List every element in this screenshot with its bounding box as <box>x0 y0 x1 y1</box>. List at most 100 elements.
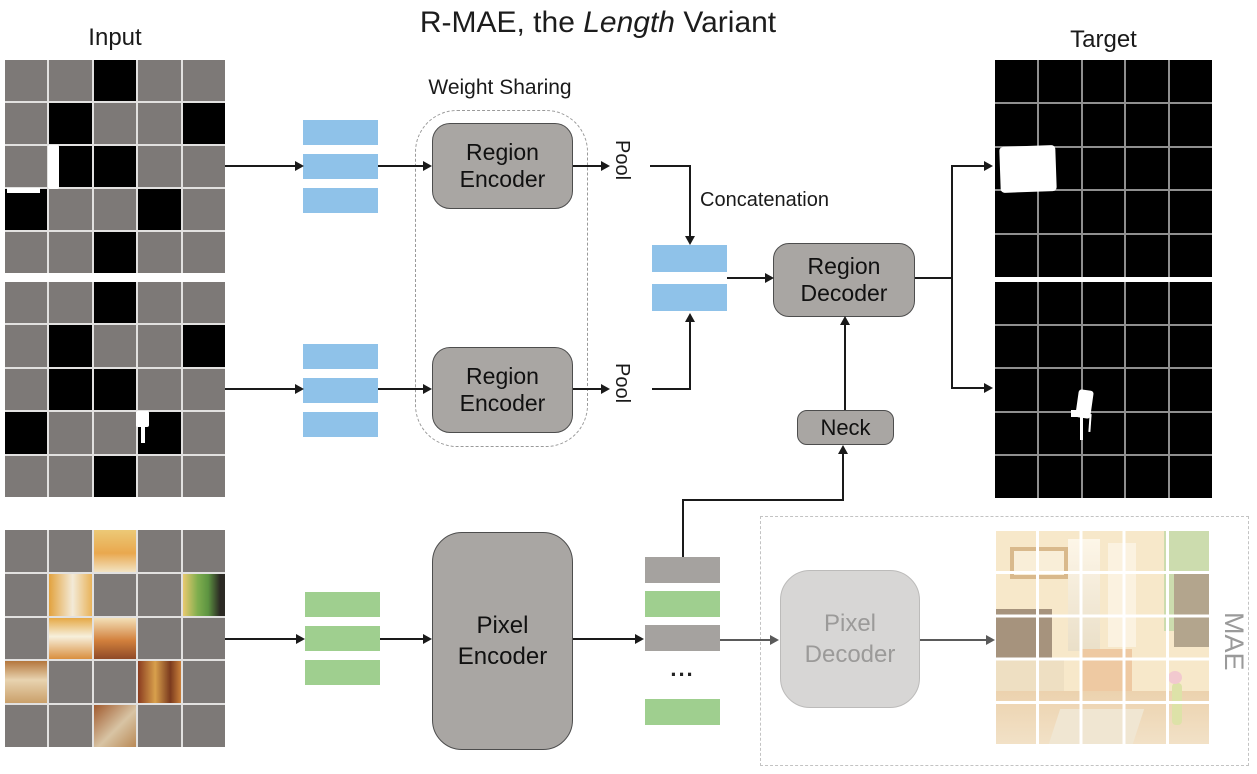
gray-token-bar <box>645 625 720 651</box>
grid-cell <box>1126 235 1169 277</box>
grid-cell <box>1082 282 1125 324</box>
grid-cell <box>5 60 48 101</box>
arrowhead <box>423 634 432 644</box>
grid-cell <box>138 617 181 660</box>
grid-cell <box>138 232 181 273</box>
grid-cell <box>138 530 181 572</box>
grid-cell <box>5 232 48 273</box>
box-label: Pixel <box>823 609 877 637</box>
pool-label-bottom: Pool <box>611 363 633 404</box>
grid-cell <box>93 705 137 747</box>
arrow-re2-pool <box>573 388 602 390</box>
grid-cell <box>138 189 181 230</box>
grid-cell <box>995 235 1037 277</box>
blue-token-bar <box>303 412 378 437</box>
target-region-shape <box>1071 410 1083 417</box>
box-label: Region <box>466 138 539 165</box>
title-suffix: Variant <box>674 6 777 39</box>
diagram-title: R-MAE, the Length Variant <box>288 6 908 40</box>
box-label: Encoder <box>459 166 546 192</box>
blue-token-bar <box>652 284 727 311</box>
arrowhead <box>295 161 304 171</box>
arrowhead <box>770 635 779 645</box>
grid-cell <box>182 412 225 454</box>
grid-cell <box>5 325 48 367</box>
grid-cell <box>1038 456 1081 498</box>
grid-cell <box>1126 60 1169 102</box>
grid-cell <box>5 282 48 324</box>
arrow-inputB-tokens <box>225 388 296 390</box>
grid-cell <box>1038 191 1081 234</box>
grid-cell <box>1038 282 1081 324</box>
grid-cell <box>182 455 225 497</box>
grid-cell <box>5 103 48 144</box>
arrowhead <box>601 384 610 394</box>
grid-cell <box>138 661 181 704</box>
grid-cell <box>182 146 225 187</box>
grid-cell <box>1126 103 1169 146</box>
input-label: Input <box>88 24 142 51</box>
grid-cell <box>1170 456 1212 498</box>
grid-cell <box>5 146 48 187</box>
grid-cell <box>1126 369 1169 411</box>
blue-token-bar <box>303 378 378 403</box>
grid-cell <box>995 412 1037 455</box>
title-prefix: R-MAE, the <box>419 6 584 39</box>
grid-cell <box>138 103 181 144</box>
arrowhead <box>685 236 695 245</box>
grid-cell <box>1038 235 1081 277</box>
grid-cell <box>138 573 181 616</box>
title-italic-word: Length <box>583 6 675 39</box>
connector-token-neck <box>682 499 844 501</box>
arrowhead <box>296 634 305 644</box>
connector-rd-split <box>951 166 953 389</box>
blue-token-bar <box>303 188 378 213</box>
grid-cell <box>49 455 92 497</box>
box-label: Encoder <box>457 643 548 670</box>
grid-cell <box>93 530 137 572</box>
grid-cell <box>1170 103 1212 146</box>
grid-cell <box>182 530 225 572</box>
grid-cell <box>93 368 137 411</box>
grid-cell <box>182 232 225 273</box>
grid-cell <box>93 661 137 704</box>
grid-cell <box>5 617 48 660</box>
arrowhead <box>765 273 774 283</box>
grid-cell <box>5 455 48 497</box>
blue-token-bar <box>303 120 378 145</box>
reconstructed-image <box>996 531 1212 747</box>
green-token-bar <box>305 660 380 685</box>
green-token-bar <box>645 699 720 725</box>
grid-cell <box>5 530 48 572</box>
grid-cell <box>1126 412 1169 455</box>
grid-cell <box>93 60 137 101</box>
grid-cell <box>5 412 48 454</box>
ellipsis-tokens: ... <box>670 656 695 681</box>
grid-cell <box>1126 147 1169 190</box>
arrowhead <box>838 445 848 454</box>
box-label: Neck <box>820 414 871 440</box>
grid-cell <box>182 617 225 660</box>
arrow-concat-rd <box>727 277 766 279</box>
grid-cell <box>182 368 225 411</box>
target-region-shape <box>999 145 1057 193</box>
grid-cell <box>5 189 48 230</box>
arrow-re1-pool <box>573 165 602 167</box>
grid-cell <box>1038 103 1081 146</box>
grid-cell <box>93 455 137 497</box>
box-label: Region <box>807 252 881 279</box>
arrowhead <box>984 161 993 171</box>
grid-cell <box>49 617 92 660</box>
arrowhead <box>635 634 644 644</box>
grid-cell <box>995 325 1037 368</box>
grid-cell <box>93 412 137 454</box>
concatenated-token-stack <box>652 245 727 323</box>
grid-cell <box>182 189 225 230</box>
green-token-bar <box>645 591 720 617</box>
connector-pool1 <box>689 165 691 237</box>
gray-token-bar <box>645 557 720 583</box>
arrowhead <box>986 635 995 645</box>
grid-cell <box>1170 147 1212 190</box>
masked-region-grid <box>5 282 225 497</box>
grid-cell <box>93 325 137 367</box>
